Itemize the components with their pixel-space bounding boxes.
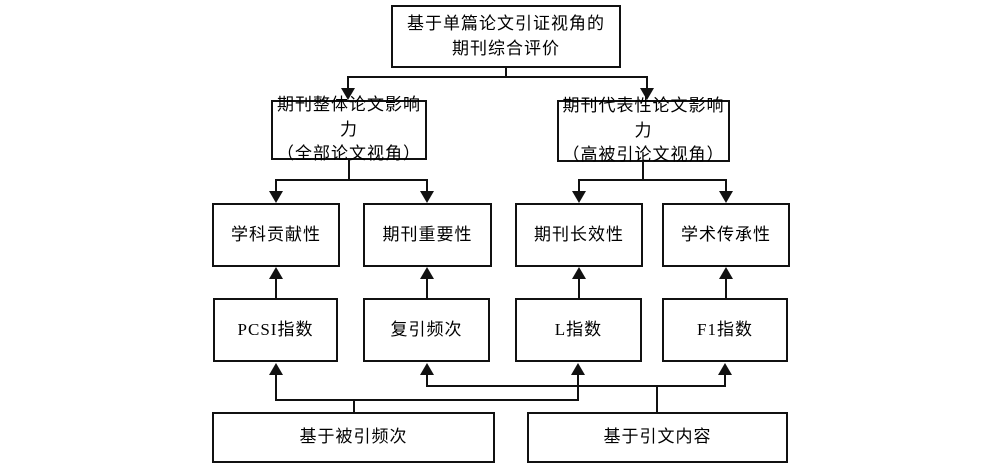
connector-indices-to-properties: [269, 267, 733, 299]
node-l-index: L指数: [515, 298, 642, 362]
node-academic-inheritance: 学术传承性: [662, 203, 790, 267]
node-journal-longevity: 期刊长效性: [515, 203, 643, 267]
connector-representative-to-level3: [572, 161, 733, 203]
connector-citation-content-to-indices: [420, 363, 732, 412]
node-overall-impact: 期刊整体论文影响力 （全部论文视角）: [271, 95, 427, 163]
connector-citation-frequency-to-indices: [269, 363, 585, 412]
connector-root-to-level2: [341, 67, 654, 100]
node-root: 基于单篇论文引证视角的 期刊综合评价: [391, 5, 621, 68]
connector-overall-to-level3: [269, 159, 434, 203]
node-recitation-frequency: 复引频次: [363, 298, 490, 362]
node-pcsi-index: PCSI指数: [213, 298, 338, 362]
node-based-on-citation-content: 基于引文内容: [527, 412, 788, 463]
node-f1-index: F1指数: [662, 298, 788, 362]
node-discipline-contribution: 学科贡献性: [212, 203, 340, 267]
node-journal-importance: 期刊重要性: [363, 203, 492, 267]
node-based-on-citation-frequency: 基于被引频次: [212, 412, 495, 463]
node-representative-impact: 期刊代表性论文影响力 （高被引论文视角）: [557, 96, 730, 164]
